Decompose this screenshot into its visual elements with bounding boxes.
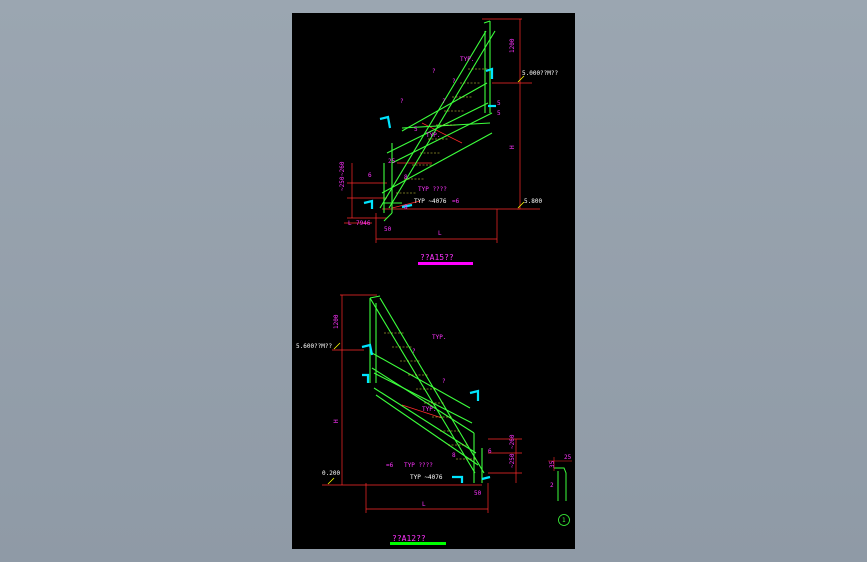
top-typ-4: TYP ~4076 [414, 198, 447, 205]
bottom-note-s2: ? [442, 378, 446, 385]
bottom-dim-1200: 1200 [333, 314, 340, 329]
top-dimension-lines [344, 18, 540, 243]
top-stair-structure [379, 20, 496, 222]
detail-dim-25: 25 [564, 454, 572, 461]
detail-dim-35: 35 [549, 460, 556, 468]
top-typ-3: TYP ???? [418, 186, 447, 193]
top-level-markers [517, 75, 525, 209]
top-dim-25: 25 [388, 158, 396, 165]
bottom-view-title-underline [390, 542, 446, 545]
top-note-n2: ? [432, 68, 436, 75]
bottom-stair-treads [384, 332, 476, 460]
top-level-top: 5.000??M?? [522, 70, 559, 77]
bottom-dim-6: 6 [488, 448, 492, 455]
bottom-anchor-brackets [361, 343, 491, 483]
detail-circle-number: 1 [562, 517, 566, 524]
top-note-n3: ? [442, 98, 446, 105]
top-typ-2: TYP. [426, 132, 440, 139]
top-dim-50: 50 [384, 226, 392, 233]
bottom-typ-1: TYP. [432, 334, 446, 341]
detail-bracket [554, 467, 567, 501]
top-typ-1: TYP. [460, 56, 474, 63]
detail-dim-2: 2 [550, 482, 554, 489]
bottom-dim-260: ~260 [509, 434, 516, 449]
top-dim-250: ~250 [339, 176, 346, 191]
bottom-level-top: 5.600??M?? [296, 343, 333, 350]
top-note-s2: ? [452, 78, 456, 85]
bottom-stair-structure [369, 295, 485, 483]
top-dim-8b: 8 [404, 204, 408, 211]
detail-number-circle [558, 514, 570, 526]
bottom-level-bottom: 0.200 [322, 470, 340, 477]
top-dim-6: 6 [368, 172, 372, 179]
top-view-title: ??A15?? [420, 253, 454, 262]
bottom-typ-4: TYP ~4076 [410, 474, 443, 481]
bottom-dim-250: ~250 [509, 453, 516, 468]
bottom-note-n1: =6 [386, 462, 394, 469]
top-dim-7946: 7946 [356, 220, 371, 227]
cad-drawing: 1200 H L 5.000??M?? 5.800 TYP. TYP. TYP … [296, 18, 572, 545]
bottom-dim-50: 50 [474, 490, 482, 497]
top-level-bottom: 5.800 [524, 198, 542, 205]
bottom-typ-3: TYP ???? [404, 462, 433, 469]
top-stair-view: 1200 H L 5.000??M?? 5.800 TYP. TYP. TYP … [339, 18, 559, 265]
detail-labels: 25 35 2 [549, 454, 572, 489]
bottom-stair-view: 1200 H L 5.600??M?? 0.200 TYP. TYP. TYP … [296, 294, 522, 545]
top-dim-l: L [438, 230, 442, 237]
bottom-level-markers [327, 342, 341, 485]
top-note-l: L [348, 220, 352, 227]
top-dim-260: ~260 [339, 161, 346, 176]
top-dim-5c: 5 [497, 110, 501, 117]
top-dim-1200: 1200 [509, 38, 516, 53]
bottom-view-title: ??A12?? [392, 534, 426, 543]
top-dim-h: H [509, 145, 516, 149]
detail-section: 25 35 2 1 [548, 454, 572, 526]
bottom-labels: 1200 H L 5.600??M?? 0.200 TYP. TYP. TYP … [296, 314, 516, 508]
top-dim-8: 8 [404, 174, 408, 181]
top-dim-5a: 5 [414, 126, 418, 133]
top-note-n1: =6 [452, 198, 460, 205]
top-anchor-brackets [363, 67, 496, 209]
top-note-s1: ? [400, 98, 404, 105]
top-labels: 1200 H L 5.000??M?? 5.800 TYP. TYP. TYP … [339, 38, 559, 237]
top-stair-treads [396, 68, 488, 194]
top-dim-5b: 5 [497, 100, 501, 107]
bottom-dimension-lines [322, 294, 522, 513]
bottom-dim-h: H [333, 419, 340, 423]
drawing-viewport[interactable]: 1200 H L 5.000??M?? 5.800 TYP. TYP. TYP … [292, 13, 575, 549]
bottom-dim-l: L [422, 501, 426, 508]
top-view-title-underline [418, 262, 473, 265]
bottom-note-s1: ? [412, 348, 416, 355]
bottom-typ-2: TYP. [422, 406, 436, 413]
bottom-dim-8: 8 [452, 452, 456, 459]
detail-dimension-lines [548, 457, 572, 471]
